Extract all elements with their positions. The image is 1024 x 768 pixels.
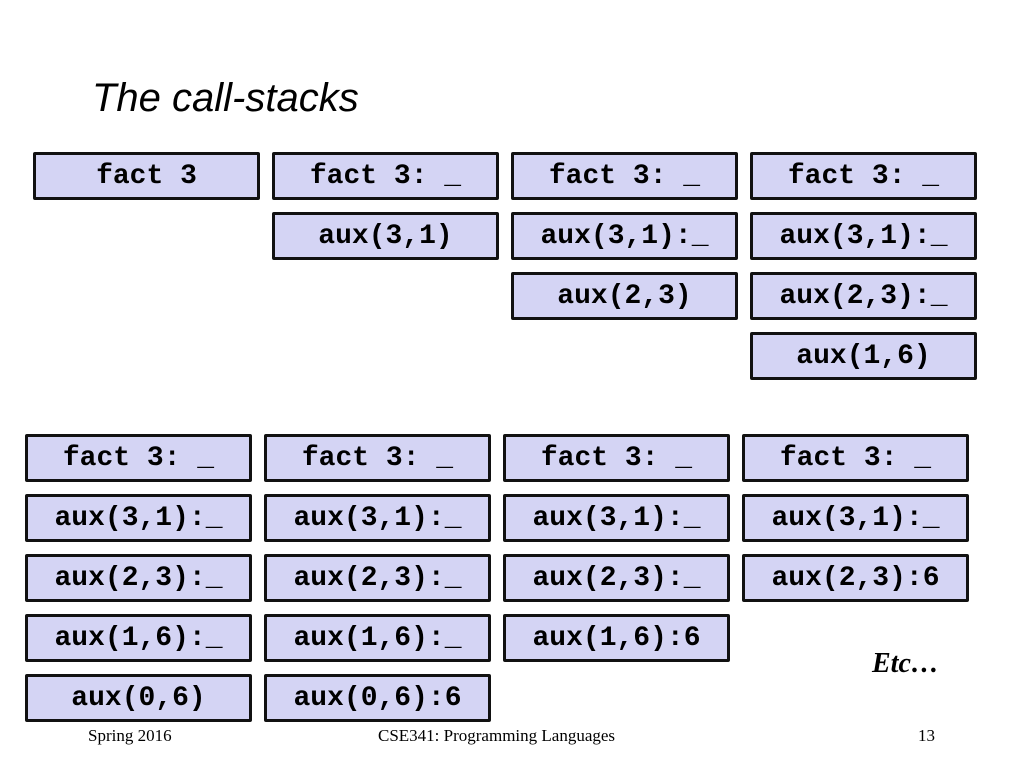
stack-frame: aux(3,1):_ bbox=[750, 212, 977, 260]
stack-frame: fact 3: _ bbox=[503, 434, 730, 482]
stack-frame: aux(3,1):_ bbox=[742, 494, 969, 542]
stack-frame: fact 3 bbox=[33, 152, 260, 200]
stack-frame: fact 3: _ bbox=[750, 152, 977, 200]
stack-frame: aux(1,6):_ bbox=[25, 614, 252, 662]
stack-frame: aux(3,1):_ bbox=[511, 212, 738, 260]
footer-date: Spring 2016 bbox=[88, 726, 172, 745]
footer-course: CSE341: Programming Languages bbox=[378, 726, 616, 745]
stack-frame: fact 3: _ bbox=[264, 434, 491, 482]
stack-frame: fact 3: _ bbox=[742, 434, 969, 482]
stack-frame: aux(2,3):6 bbox=[742, 554, 969, 602]
stack-frame: aux(3,1):_ bbox=[264, 494, 491, 542]
footer-page-number: 13 bbox=[918, 726, 935, 745]
stack-frame: aux(2,3):_ bbox=[25, 554, 252, 602]
stack-frame: aux(2,3):_ bbox=[750, 272, 977, 320]
stack-frame: aux(3,1) bbox=[272, 212, 499, 260]
stack-frame: aux(0,6):6 bbox=[264, 674, 491, 722]
stack-frame: aux(3,1):_ bbox=[25, 494, 252, 542]
etc-note: Etc… bbox=[872, 648, 939, 679]
stack-frame: aux(1,6):_ bbox=[264, 614, 491, 662]
stack-frame: aux(3,1):_ bbox=[503, 494, 730, 542]
stack-frame: aux(2,3):_ bbox=[503, 554, 730, 602]
stack-frame: aux(1,6) bbox=[750, 332, 977, 380]
stack-frame: fact 3: _ bbox=[25, 434, 252, 482]
stack-frame: aux(2,3) bbox=[511, 272, 738, 320]
stack-frame: fact 3: _ bbox=[511, 152, 738, 200]
stack-frame: aux(2,3):_ bbox=[264, 554, 491, 602]
stack-frame: aux(1,6):6 bbox=[503, 614, 730, 662]
slide-title: The call-stacks bbox=[92, 76, 359, 120]
stack-frame: fact 3: _ bbox=[272, 152, 499, 200]
stack-frame: aux(0,6) bbox=[25, 674, 252, 722]
